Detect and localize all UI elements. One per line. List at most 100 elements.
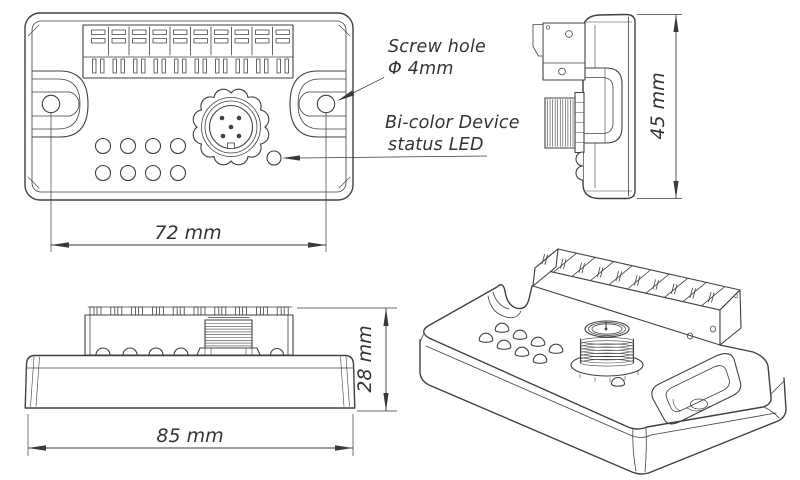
terminal-tab <box>96 306 102 316</box>
terminal-tab <box>283 306 289 316</box>
clamp-pin <box>618 271 622 282</box>
terminal-screw <box>565 30 573 38</box>
led-indicator <box>94 164 112 182</box>
clamp-pin <box>560 258 564 269</box>
m12-pins-front <box>219 115 242 139</box>
led-indicator <box>94 137 112 155</box>
mounting-ear-left <box>31 70 89 138</box>
terminal-screw <box>558 67 566 76</box>
clamp-pin <box>711 292 715 303</box>
terminal-block-elevation <box>84 306 294 356</box>
led-indicator <box>169 137 187 155</box>
terminal-slot <box>234 29 249 35</box>
terminal-pin <box>194 58 199 74</box>
connector-pin <box>220 133 226 139</box>
status-led-dome <box>269 347 285 356</box>
corner-chamfers-elevation <box>30 356 350 407</box>
clamp-pin <box>563 258 567 270</box>
led-dome <box>173 347 189 356</box>
leader-line <box>352 77 385 94</box>
connector-threads-elevation <box>205 323 252 347</box>
terminal-slot <box>91 38 106 44</box>
terminal-pin <box>256 58 261 74</box>
terminal-tab <box>276 306 282 316</box>
led-indicator <box>119 137 137 155</box>
terminal-tab <box>242 306 248 316</box>
terminal-block-side <box>532 22 586 81</box>
corner-seams-iso <box>419 332 785 473</box>
m12-connector-front <box>192 88 270 166</box>
terminal-pin <box>141 58 146 74</box>
dimension-72mm: 72 mm <box>50 113 327 252</box>
terminal-tab <box>221 306 227 316</box>
terminal-slot <box>214 29 229 35</box>
dimension-arrowhead <box>673 181 679 199</box>
terminal-pin <box>264 58 269 74</box>
screw-hole-right <box>316 94 336 114</box>
terminal-pin <box>276 58 281 74</box>
led-dome <box>494 322 510 333</box>
elevation-view: 85 mm 28 mm <box>24 306 397 456</box>
status-led-front <box>266 150 282 166</box>
terminal-block-front <box>82 24 294 79</box>
isometric-view <box>419 248 787 475</box>
clamp-pin <box>637 275 641 286</box>
led-indicator <box>169 164 187 182</box>
terminal-slot <box>255 29 270 35</box>
terminal-screw <box>710 325 717 333</box>
terminal-slot <box>214 38 229 44</box>
terminal-pin <box>235 58 240 74</box>
dimension-85mm: 85 mm <box>27 414 354 456</box>
clamp-pin <box>655 279 659 291</box>
front-view: Screw hole Φ 4mm Bi-color Device status … <box>24 12 520 252</box>
led-domes-iso <box>478 322 564 364</box>
terminal-pin <box>284 58 289 74</box>
terminal-slot <box>193 29 208 35</box>
terminal-slot <box>152 38 167 44</box>
dimension-arrowhead <box>51 242 69 248</box>
terminal-tab <box>89 306 95 316</box>
screw-hole-label-line2: Φ 4mm <box>388 59 454 79</box>
terminal-pin <box>243 58 248 74</box>
mounting-ear-side-profile <box>584 67 623 144</box>
terminal-pin <box>100 58 105 74</box>
terminal-tabs-elevation <box>89 306 289 316</box>
mounting-ear-right <box>289 70 347 138</box>
terminal-tab <box>158 306 164 316</box>
led-dome <box>478 332 494 343</box>
connector-keying-notch <box>227 142 235 149</box>
led-dome <box>496 339 512 350</box>
dimension-label-28mm: 28 mm <box>354 325 376 392</box>
status-led-label-line1: Bi-color Device <box>385 113 520 133</box>
terminal-slot <box>173 29 188 35</box>
terminal-pin <box>133 58 138 74</box>
terminal-slot <box>173 38 188 44</box>
connector-pin <box>219 115 225 121</box>
terminal-pin <box>223 58 228 74</box>
terminal-tab <box>172 306 178 316</box>
m12-connector-iso <box>570 320 644 383</box>
terminal-pin <box>202 58 207 74</box>
dimension-arrowhead <box>673 14 679 32</box>
dimension-label-45mm: 45 mm <box>647 72 669 139</box>
terminal-slot <box>111 38 126 44</box>
terminal-tab <box>110 306 116 316</box>
led-grid-front <box>94 137 187 182</box>
dimension-45mm: 45 mm <box>637 14 682 199</box>
led-dome <box>512 329 528 340</box>
leader-arrowhead <box>337 90 355 101</box>
wall-chamfer-line-iso <box>425 345 777 438</box>
terminal-screw <box>687 332 694 340</box>
led-dome <box>548 343 564 354</box>
terminal-tab <box>179 306 185 316</box>
connector-thread-body <box>204 319 253 349</box>
terminal-tab <box>262 306 268 316</box>
terminal-tab <box>117 306 123 316</box>
wire-clamp-lever <box>532 24 544 57</box>
terminal-tab <box>255 306 261 316</box>
terminal-slot <box>111 29 126 35</box>
terminal-slot <box>152 29 167 35</box>
terminal-slot <box>255 38 270 44</box>
dimension-arrowhead <box>28 445 46 451</box>
